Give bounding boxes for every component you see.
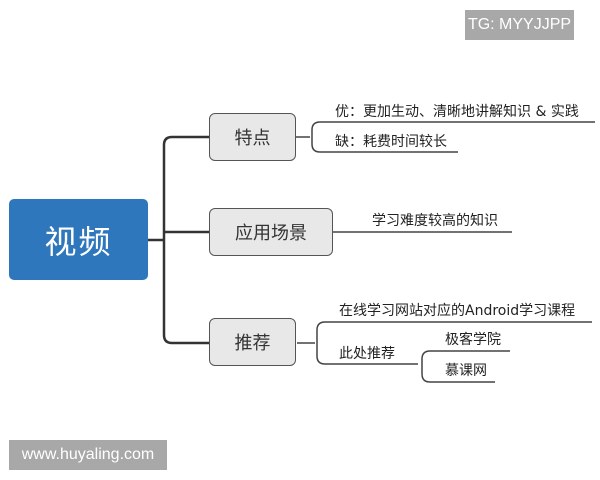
leaf-recommend-here[interactable]: 此处推荐 bbox=[339, 345, 395, 363]
leaf-online-courses-text: 在线学习网站对应的Android学习课程 bbox=[339, 303, 576, 319]
topic-use-cases-label: 应用场景 bbox=[235, 223, 307, 244]
topic-features[interactable]: 特点 bbox=[209, 113, 296, 161]
leaf-cons[interactable]: 缺：耗费时间较长 bbox=[335, 133, 447, 151]
leaf-imooc[interactable]: 慕课网 bbox=[445, 362, 487, 380]
topic-features-label: 特点 bbox=[234, 128, 271, 149]
root-node[interactable]: 视频 bbox=[9, 199, 148, 280]
watermark-bottom-left-text: www.huyaling.com bbox=[21, 446, 155, 463]
topic-use-cases[interactable]: 应用场景 bbox=[209, 208, 333, 256]
leaf-online-courses[interactable]: 在线学习网站对应的Android学习课程 bbox=[339, 302, 575, 320]
leaf-difficult-knowledge-text: 学习难度较高的知识 bbox=[372, 213, 498, 229]
leaf-recommend-here-text: 此处推荐 bbox=[339, 346, 395, 362]
watermark-bottom-left: www.huyaling.com bbox=[9, 440, 167, 470]
leaf-pros-text: 优：更加生动、清晰地讲解知识 & 实践 bbox=[335, 104, 579, 120]
watermark-top-right: TG: MYYJJPP bbox=[465, 10, 574, 40]
leaf-pros[interactable]: 优：更加生动、清晰地讲解知识 & 实践 bbox=[335, 103, 579, 121]
leaf-imooc-text: 慕课网 bbox=[445, 363, 487, 379]
leaf-jikexueyuan-text: 极客学院 bbox=[445, 332, 501, 348]
root-node-label: 视频 bbox=[44, 222, 113, 261]
leaf-cons-text: 缺：耗费时间较长 bbox=[335, 134, 447, 150]
topic-recommendation-label: 推荐 bbox=[234, 333, 271, 354]
leaf-difficult-knowledge[interactable]: 学习难度较高的知识 bbox=[372, 212, 498, 230]
topic-recommendation[interactable]: 推荐 bbox=[209, 318, 296, 366]
watermark-top-right-text: TG: MYYJJPP bbox=[467, 16, 572, 33]
leaf-jikexueyuan[interactable]: 极客学院 bbox=[445, 331, 501, 349]
